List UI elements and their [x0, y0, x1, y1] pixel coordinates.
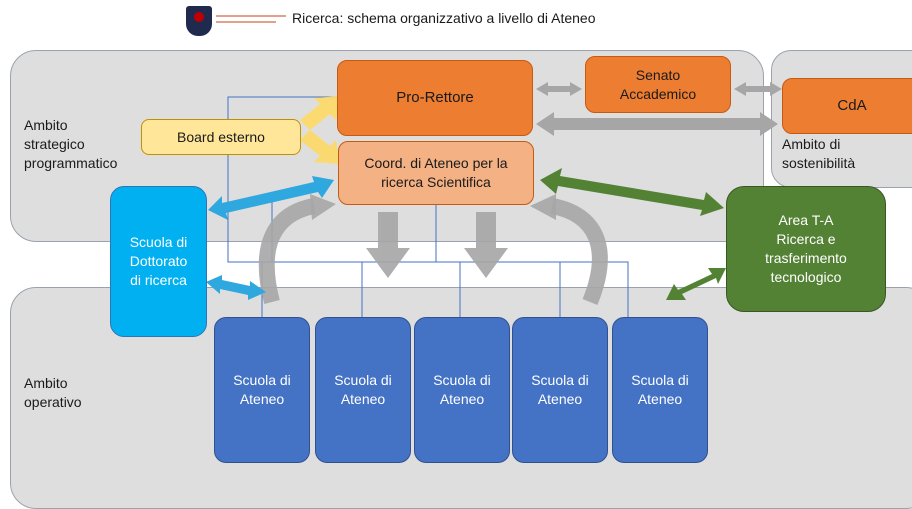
- cda-box[interactable]: CdA: [782, 78, 912, 134]
- school-box[interactable]: Scuola di Ateneo: [512, 317, 608, 463]
- strategic-region-label: Ambito strategico programmatico: [24, 117, 118, 171]
- crest-icon: [186, 6, 212, 36]
- area-ta-box[interactable]: Area T-A Ricerca e trasferimento tecnolo…: [726, 186, 886, 312]
- school-box[interactable]: Scuola di Ateneo: [214, 317, 310, 463]
- operational-region-label: Ambito operativo: [24, 375, 82, 410]
- page-title: Ricerca: schema organizzativo a livello …: [292, 10, 596, 26]
- sustainability-region-label: Ambito di sostenibilità: [782, 136, 856, 171]
- scuola-dottorato-box[interactable]: Scuola di Dottorato di ricerca: [110, 186, 207, 337]
- university-logo: [186, 6, 290, 36]
- school-box[interactable]: Scuola di Ateneo: [315, 317, 411, 463]
- coord-ateneo-box[interactable]: Coord. di Ateneo per la ricerca Scientif…: [338, 141, 534, 205]
- school-box[interactable]: Scuola di Ateneo: [612, 317, 708, 463]
- pro-rettore-box[interactable]: Pro-Rettore: [337, 60, 533, 136]
- school-box[interactable]: Scuola di Ateneo: [414, 317, 510, 463]
- board-esterno-box[interactable]: Board esterno: [141, 119, 301, 155]
- senato-accademico-box[interactable]: Senato Accademico: [585, 56, 731, 113]
